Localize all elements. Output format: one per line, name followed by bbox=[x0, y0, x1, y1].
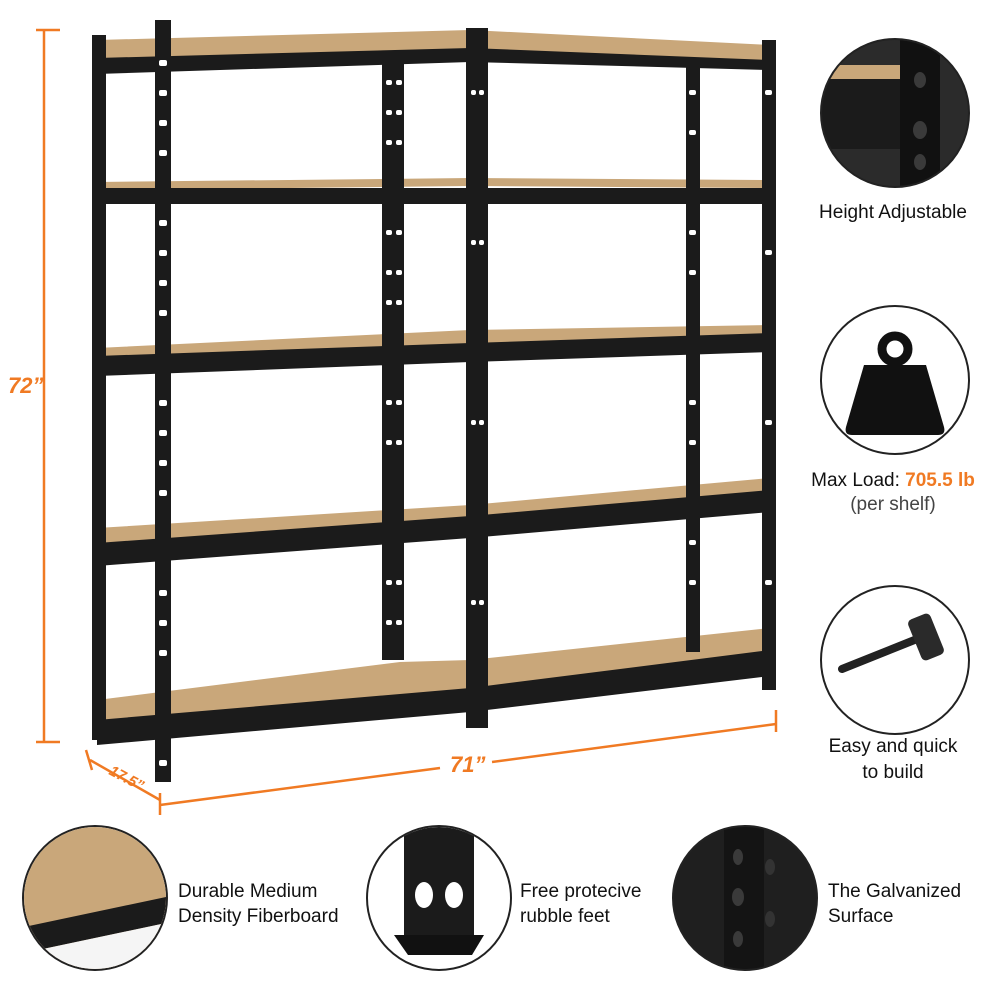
fiberboard-detail-image bbox=[22, 825, 168, 971]
width-dimension-line bbox=[158, 710, 778, 815]
height-adjustable-label: Height Adjustable bbox=[819, 202, 967, 223]
max-load-prefix: Max Load: bbox=[811, 470, 906, 491]
mallet-icon bbox=[820, 585, 970, 735]
easy-build-label-line2: to build bbox=[862, 762, 924, 783]
rubber-foot-detail-image bbox=[366, 825, 512, 971]
feet-label-line1: Free protecive bbox=[520, 881, 642, 902]
galvanized-surface-detail-image bbox=[672, 825, 818, 971]
fiberboard-label-line2: Density Fiberboard bbox=[178, 906, 339, 927]
max-load-label: Max Load: 705.5 lb bbox=[795, 469, 991, 493]
galvanized-label-line2: Surface bbox=[828, 906, 894, 927]
height-dimension-line bbox=[36, 28, 60, 744]
uprights bbox=[92, 20, 776, 782]
max-load-value: 705.5 lb bbox=[905, 470, 975, 491]
max-load-sublabel: (per shelf) bbox=[850, 494, 936, 515]
shelf-boards bbox=[97, 30, 770, 745]
height-dimension-label: 72” bbox=[8, 373, 44, 398]
weight-icon bbox=[820, 305, 970, 455]
upright-perforations bbox=[159, 60, 772, 766]
height-adjustable-detail-image bbox=[820, 38, 970, 188]
width-dimension-label: 71” bbox=[450, 752, 486, 777]
feet-label-line2: rubble feet bbox=[520, 906, 610, 927]
depth-dimension-line bbox=[84, 749, 161, 802]
galvanized-label-line1: The Galvanized bbox=[828, 881, 962, 902]
fiberboard-label-line1: Durable Medium bbox=[178, 881, 318, 902]
easy-build-label-line1: Easy and quick bbox=[828, 736, 958, 757]
